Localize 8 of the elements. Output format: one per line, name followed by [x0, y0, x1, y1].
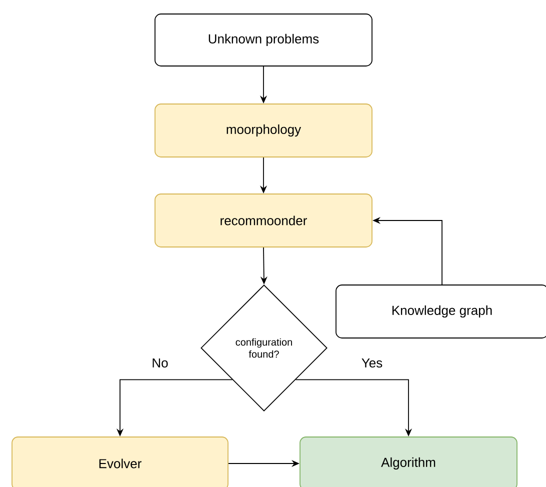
- edge-label: Yes: [360, 357, 384, 369]
- process-box: Unknown problems: [154, 14, 372, 66]
- process-box: recommoonder: [154, 194, 372, 248]
- process-box: Knowledge graph: [336, 284, 546, 338]
- process-box: Algorithm: [300, 436, 518, 487]
- process-box: moorphology: [154, 104, 372, 158]
- edge-label: No: [150, 357, 170, 369]
- process-box: Evolver: [12, 436, 228, 487]
